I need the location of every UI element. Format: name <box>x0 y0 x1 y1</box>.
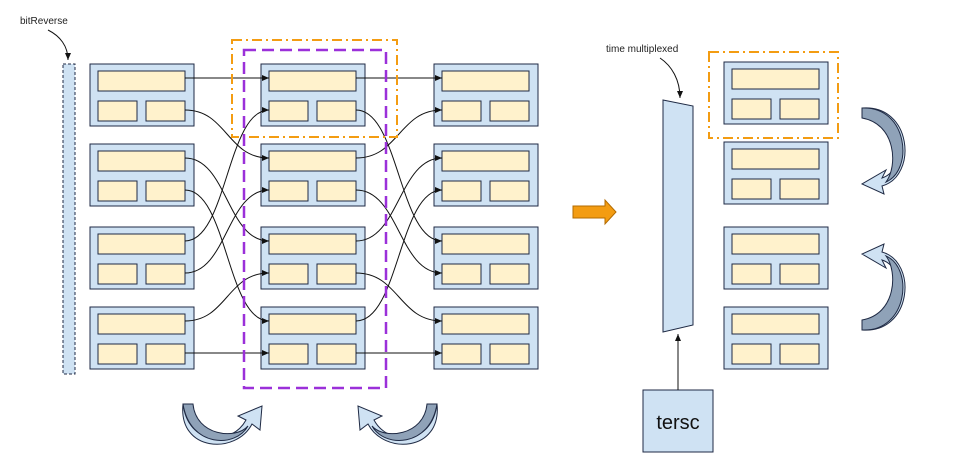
block-small-cell-right <box>779 263 820 285</box>
block-small-cell-right <box>145 263 186 285</box>
block-wide-cell <box>441 70 530 92</box>
block-small-cell-left <box>268 100 309 122</box>
block-small-cell-right <box>489 180 530 202</box>
curved-arrow-right-bottom-icon <box>860 243 906 331</box>
block-small-cell-right <box>145 343 186 365</box>
stage2-block-2 <box>260 143 366 207</box>
block-small-cell-right <box>489 263 530 285</box>
block-wide-cell <box>268 233 357 255</box>
block-wide-cell <box>731 313 820 335</box>
orange-dashdot-frame-left <box>231 39 398 138</box>
block-small-cell-right <box>316 100 357 122</box>
wire-stage2-to-3-2 <box>355 107 443 159</box>
block-wide-cell <box>441 233 530 255</box>
purple-dashed-frame <box>242 48 388 390</box>
right-block-3 <box>723 226 829 290</box>
block-small-cell-right <box>316 180 357 202</box>
time-multiplexed-label: time multiplexed <box>606 44 678 55</box>
block-small-cell-left <box>268 263 309 285</box>
block-wide-cell <box>731 68 820 90</box>
tersc-block <box>642 389 714 453</box>
wire-stage1-to-2-1 <box>184 109 270 161</box>
block-small-cell-right <box>779 98 820 120</box>
stage3-block-1 <box>433 63 539 127</box>
stage2-block-1 <box>260 63 366 127</box>
tersc-label: tersc <box>656 412 699 434</box>
block-wide-cell <box>268 70 357 92</box>
wire-stage2-to-3-5 <box>355 272 443 324</box>
wire-stage1-to-2-5 <box>184 187 270 274</box>
block-wide-cell <box>97 233 186 255</box>
block-small-cell-right <box>489 343 530 365</box>
bitreverse-bar <box>62 63 76 375</box>
wire-stage2-to-3-6 <box>355 187 443 322</box>
stage2-block-4 <box>260 306 366 370</box>
right-block-4 <box>723 306 829 370</box>
block-small-cell-left <box>731 98 772 120</box>
block-wide-cell <box>268 150 357 172</box>
stage1-block-4 <box>89 306 195 370</box>
block-small-cell-right <box>779 343 820 365</box>
stage3-block-2 <box>433 143 539 207</box>
block-small-cell-right <box>779 178 820 200</box>
wire-stage2-to-3-4 <box>355 155 443 242</box>
block-small-cell-left <box>731 343 772 365</box>
curved-arrow-bottom-right-icon <box>357 403 438 445</box>
block-wide-cell <box>97 70 186 92</box>
block-wide-cell <box>268 313 357 335</box>
block-small-cell-left <box>97 100 138 122</box>
block-small-cell-left <box>97 343 138 365</box>
stage1-block-3 <box>89 226 195 290</box>
block-wide-cell <box>97 313 186 335</box>
block-small-cell-left <box>441 343 482 365</box>
block-small-cell-left <box>97 180 138 202</box>
wire-stage2-to-3-1 <box>355 109 443 244</box>
wire-stage2-to-3-3 <box>355 189 443 276</box>
block-small-cell-left <box>731 263 772 285</box>
block-small-cell-left <box>268 343 309 365</box>
block-small-cell-left <box>441 180 482 202</box>
block-wide-cell <box>731 148 820 170</box>
wire-stage1-to-2-6 <box>184 270 270 322</box>
butterfly-connections <box>184 75 443 356</box>
block-small-cell-left <box>731 178 772 200</box>
block-small-cell-left <box>268 180 309 202</box>
transform-arrow-icon <box>572 198 617 226</box>
bitreverse-label: bitReverse <box>20 16 68 27</box>
wire-stage1-to-2-2 <box>184 157 270 244</box>
stage3-block-3 <box>433 226 539 290</box>
stage1-block-1 <box>89 63 195 127</box>
right-block-2 <box>723 141 829 205</box>
block-small-cell-right <box>489 100 530 122</box>
block-small-cell-right <box>145 100 186 122</box>
stage3-block-4 <box>433 306 539 370</box>
block-wide-cell <box>441 150 530 172</box>
block-small-cell-left <box>97 263 138 285</box>
curved-arrow-right-top-icon <box>860 107 906 195</box>
time-multiplexed-mux <box>662 99 694 333</box>
stage-columns <box>89 63 539 370</box>
block-small-cell-left <box>441 263 482 285</box>
orange-dashdot-frame-right <box>708 51 839 139</box>
wire-stage1-to-2-4 <box>184 107 270 242</box>
block-wide-cell <box>731 233 820 255</box>
curved-arrow-bottom-left-icon <box>182 403 263 445</box>
right-block-1 <box>723 61 829 125</box>
stage2-block-3 <box>260 226 366 290</box>
bitreverse-pointer <box>47 29 71 61</box>
block-small-cell-left <box>441 100 482 122</box>
stage1-block-2 <box>89 143 195 207</box>
block-small-cell-right <box>316 343 357 365</box>
time-multiplexed-pointer <box>659 57 683 99</box>
block-wide-cell <box>441 313 530 335</box>
block-small-cell-right <box>145 180 186 202</box>
right-blocks-column <box>723 61 829 370</box>
block-small-cell-right <box>316 263 357 285</box>
block-wide-cell <box>97 150 186 172</box>
wire-stage1-to-2-3 <box>184 189 270 324</box>
